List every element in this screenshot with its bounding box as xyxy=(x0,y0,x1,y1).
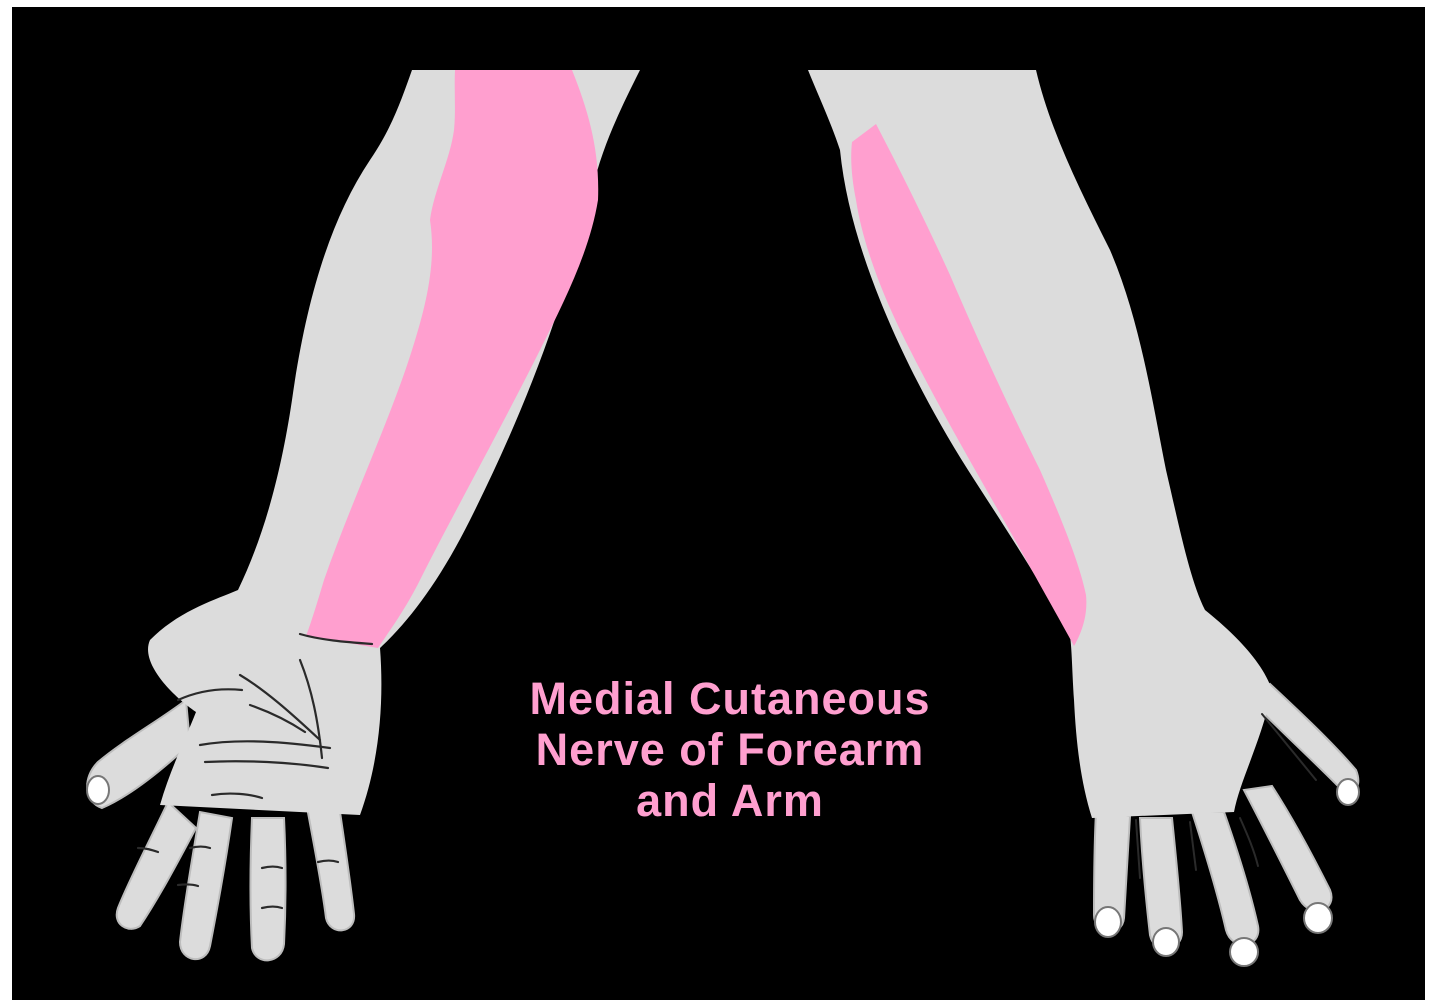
right-arm-posterior xyxy=(808,70,1359,966)
left-thumbnail xyxy=(87,776,109,804)
diagram-caption: Medial Cutaneous Nerve of Forearm and Ar… xyxy=(370,673,1090,826)
right-little-finger xyxy=(1244,786,1332,911)
right-ring-finger xyxy=(1192,812,1258,945)
diagram-canvas: Medial Cutaneous Nerve of Forearm and Ar… xyxy=(12,7,1425,1000)
left-arm-anterior xyxy=(87,70,640,960)
caption-line-1: Medial Cutaneous xyxy=(370,673,1090,724)
caption-line-2: Nerve of Forearm xyxy=(370,724,1090,775)
arm-diagram xyxy=(12,7,1425,1000)
left-index-finger xyxy=(306,798,354,930)
left-middle-finger xyxy=(251,818,286,960)
caption-line-3: and Arm xyxy=(370,775,1090,826)
